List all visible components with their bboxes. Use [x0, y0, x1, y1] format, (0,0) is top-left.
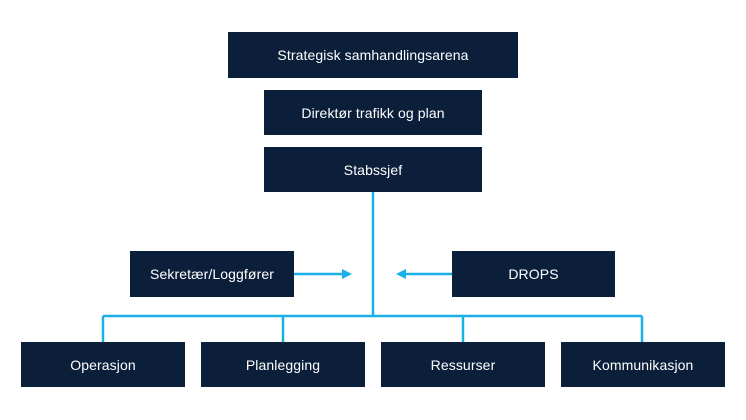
section-box-operasjon: Operasjon: [21, 342, 185, 387]
drops-label: DROPS: [508, 266, 559, 282]
section-label-ressurser: Ressurser: [430, 356, 496, 373]
drops-box: DROPS: [452, 251, 615, 297]
chief-of-staff-label: Stabssjef: [343, 161, 403, 178]
section-label-planlegging: Planlegging: [245, 356, 321, 373]
strategic-arena-box: Strategisk samhandlingsarena: [228, 32, 518, 78]
section-label-operasjon: Operasjon: [70, 356, 136, 373]
section-box-ressurser: Ressurser: [381, 342, 545, 387]
section-label-kommunikasjon: Kommunikasjon: [592, 356, 694, 373]
director-label: Direktør trafikk og plan: [301, 104, 445, 121]
section-box-kommunikasjon: Kommunikasjon: [561, 342, 725, 387]
director-box: Direktør trafikk og plan: [264, 90, 482, 135]
chief-of-staff-box: Stabssjef: [264, 147, 482, 192]
arrowhead-drops: [396, 269, 406, 279]
section-box-planlegging: Planlegging: [201, 342, 365, 387]
secretary-label: Sekretær/Loggfører: [150, 266, 274, 282]
arrowhead-secretary: [342, 269, 352, 279]
secretary-box: Sekretær/Loggfører: [130, 251, 294, 297]
strategic-arena-label: Strategisk samhandlingsarena: [277, 47, 469, 63]
